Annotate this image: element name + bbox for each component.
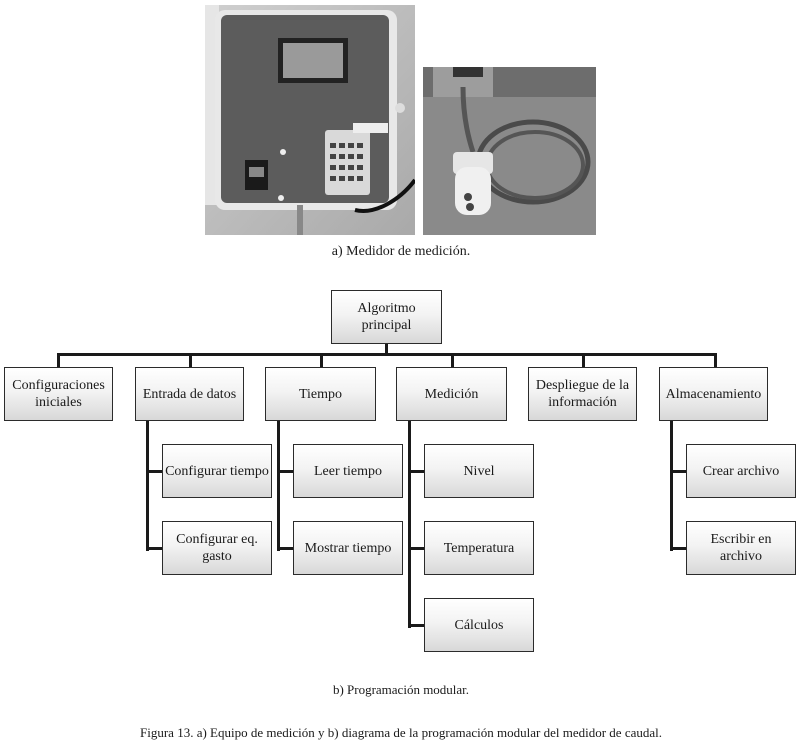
child-trunk-line-3 [670, 421, 673, 551]
submodule-escribir-en-archivo: Escribir en archivo [686, 521, 796, 575]
module-despliegue: Despliegue de la información [528, 367, 637, 421]
submodule-configurar-eq-gasto: Configurar eq. gasto [162, 521, 272, 575]
child-trunk-line-0 [146, 421, 149, 551]
module-medicion: Medición [396, 367, 507, 421]
submodule-configurar-tiempo: Configurar tiempo [162, 444, 272, 498]
caption-b: b) Programación modular. [332, 682, 470, 697]
module-drop-line-0 [57, 353, 60, 368]
meter-box-photo [205, 5, 415, 235]
figure-caption: Figura 13. a) Equipo de medición y b) di… [140, 725, 662, 740]
module-configuraciones-iniciales: Configuraciones iniciales [4, 367, 113, 421]
child-trunk-line-1 [277, 421, 280, 551]
module-drop-line-1 [189, 353, 192, 368]
sensor-illustration [423, 67, 596, 235]
module-drop-line-2 [320, 353, 323, 368]
module-entrada-de-datos: Entrada de datos [135, 367, 244, 421]
submodule-temperatura: Temperatura [424, 521, 534, 575]
meter-box-illustration [205, 5, 415, 235]
child-branch-line-0-1 [146, 547, 162, 550]
child-branch-line-0-0 [146, 470, 162, 473]
root-stem-line [385, 344, 388, 355]
module-drop-line-5 [714, 353, 717, 368]
submodule-mostrar-tiempo: Mostrar tiempo [293, 521, 403, 575]
submodule-nivel: Nivel [424, 444, 534, 498]
sensor-cable-photo [423, 67, 596, 235]
child-branch-line-2-1 [408, 547, 424, 550]
child-trunk-line-2 [408, 421, 411, 628]
module-drop-line-4 [582, 353, 585, 368]
root-node: Algoritmo principal [331, 290, 442, 344]
submodule-crear-archivo: Crear archivo [686, 444, 796, 498]
child-branch-line-2-0 [408, 470, 424, 473]
child-branch-line-3-0 [670, 470, 686, 473]
level1-bus-line [57, 353, 717, 356]
module-drop-line-3 [451, 353, 454, 368]
child-branch-line-1-0 [277, 470, 293, 473]
submodule-calculos: Cálculos [424, 598, 534, 652]
submodule-leer-tiempo: Leer tiempo [293, 444, 403, 498]
module-tiempo: Tiempo [265, 367, 376, 421]
child-branch-line-1-1 [277, 547, 293, 550]
caption-a: a) Medidor de medición. [331, 244, 471, 259]
child-branch-line-2-2 [408, 624, 424, 627]
module-almacenamiento: Almacenamiento [659, 367, 768, 421]
child-branch-line-3-1 [670, 547, 686, 550]
